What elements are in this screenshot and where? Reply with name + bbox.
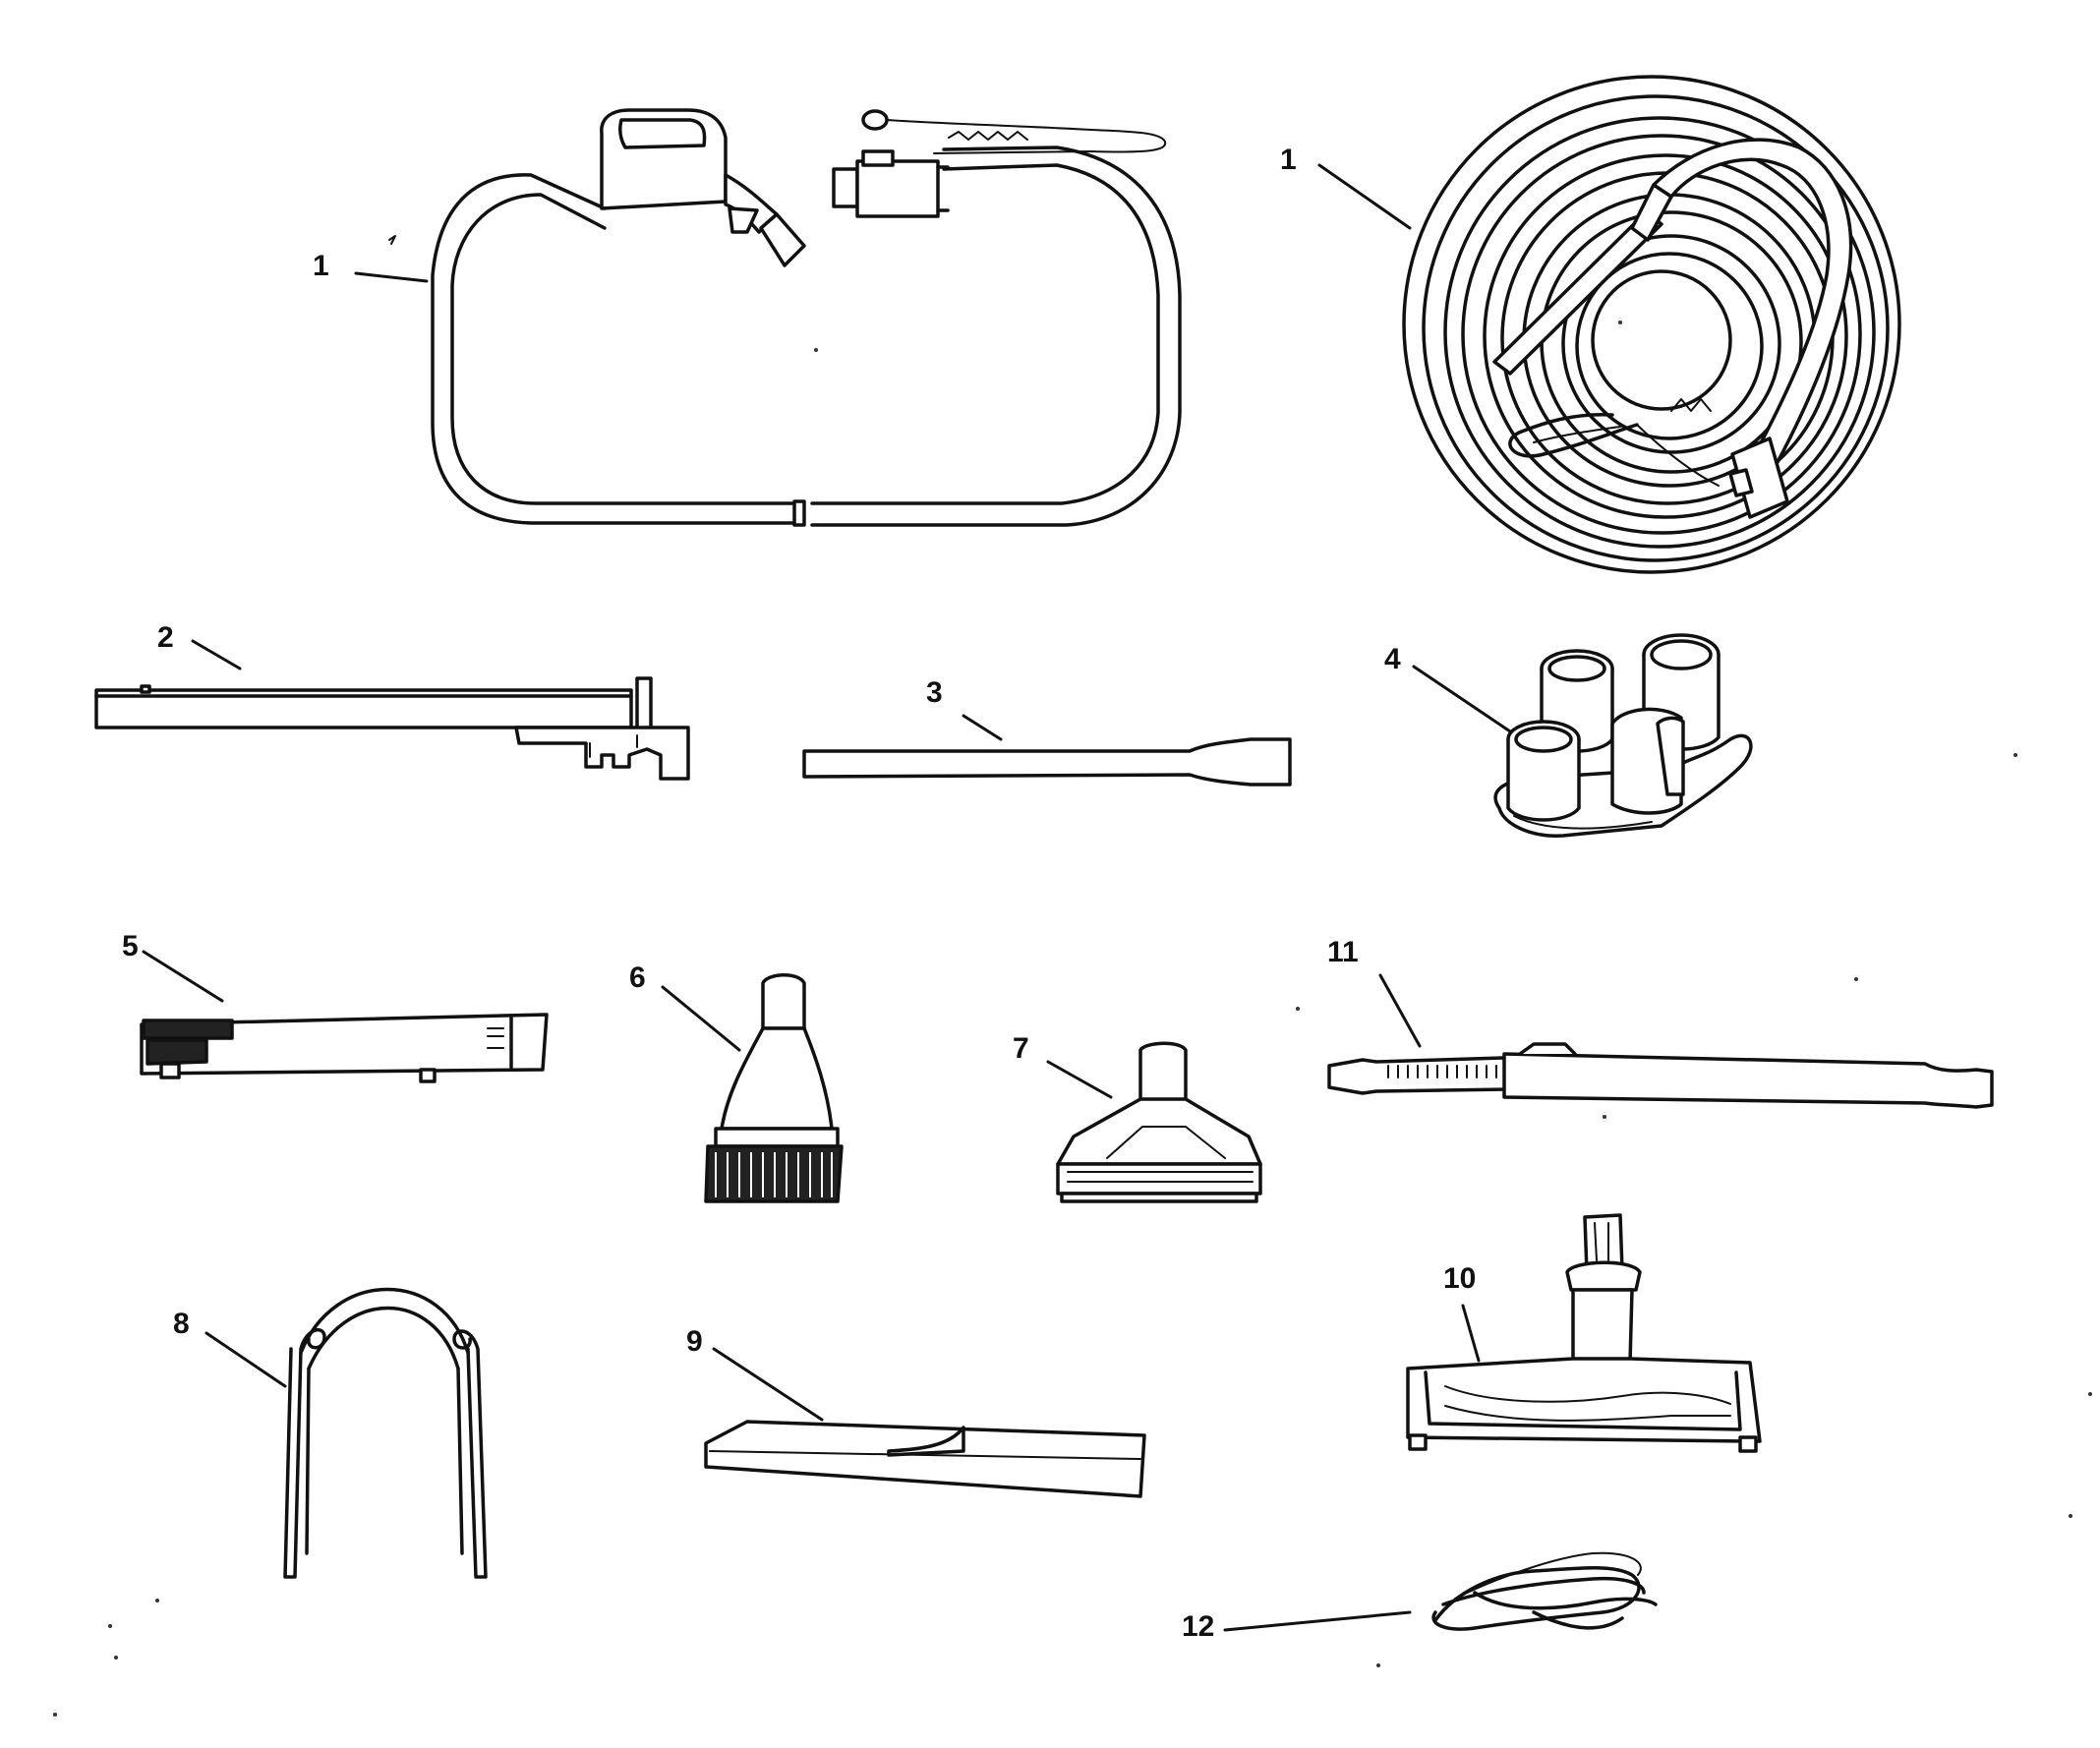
- leader-line-10: [1461, 1304, 1481, 1363]
- part-number-12: 12: [1182, 1610, 1214, 1643]
- part-number-5: 5: [122, 930, 139, 962]
- part-number-4: 4: [1384, 643, 1401, 675]
- leader-line-1a: [354, 271, 429, 283]
- scan-specks: [53, 320, 2092, 1717]
- part-number-9: 9: [686, 1325, 703, 1358]
- cord-drawing: [1431, 1551, 1658, 1631]
- leader-line-5: [142, 950, 224, 1003]
- hose-with-handle-drawing: [388, 108, 1182, 527]
- leader-line-2: [191, 639, 242, 670]
- floor-brush-drawing: [1406, 1213, 1762, 1453]
- part-number-1a: 1: [313, 250, 329, 282]
- leader-line-4: [1412, 665, 1512, 733]
- powered-wand-drawing: [140, 1013, 549, 1083]
- tool-holder-drawing: [1493, 633, 1753, 838]
- leader-line-1b: [1317, 163, 1412, 230]
- leader-line-6: [661, 985, 741, 1052]
- part-number-1b: 1: [1280, 144, 1297, 176]
- leader-line-7: [1046, 1060, 1113, 1099]
- dusting-brush-drawing: [704, 973, 844, 1203]
- wand-with-pedal-drawing: [94, 676, 690, 781]
- part-number-3: 3: [926, 676, 943, 709]
- part-number-10: 10: [1443, 1262, 1476, 1295]
- coiled-hose-drawing: [1402, 75, 1901, 574]
- leader-line-12: [1223, 1610, 1412, 1632]
- hose-hanger-drawing: [283, 1287, 488, 1579]
- straight-wand-drawing: [802, 737, 1292, 787]
- telescopic-wand-drawing: [1327, 1042, 1994, 1109]
- part-number-2: 2: [157, 621, 174, 654]
- part-number-7: 7: [1013, 1032, 1029, 1065]
- part-number-11: 11: [1327, 936, 1359, 968]
- leader-line-9: [712, 1347, 824, 1422]
- leader-line-3: [962, 714, 1003, 741]
- upholstery-tool-drawing: [1056, 1041, 1262, 1203]
- crevice-tool-drawing: [704, 1420, 1146, 1498]
- leader-line-8: [204, 1331, 287, 1388]
- part-number-8: 8: [173, 1308, 190, 1340]
- part-number-6: 6: [629, 961, 646, 994]
- leader-line-11: [1378, 973, 1422, 1048]
